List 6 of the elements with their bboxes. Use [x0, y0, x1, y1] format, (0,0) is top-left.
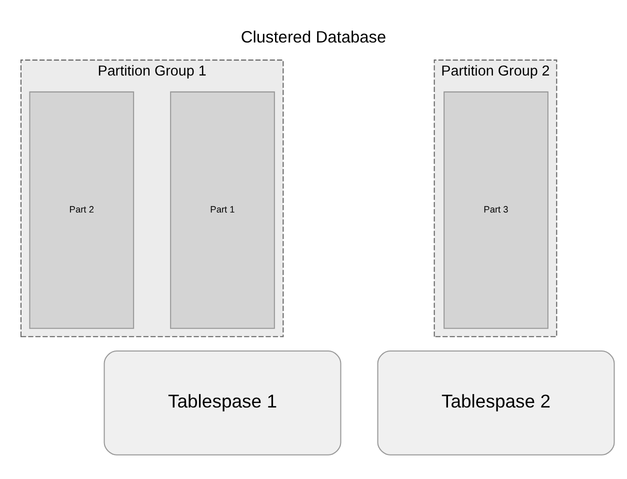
- node-box: Part 2: [29, 90, 134, 328]
- node-box: Tablespase 2: [377, 350, 615, 455]
- node-box: Part 3: [444, 90, 548, 328]
- node-box: Tablespase 1: [104, 350, 342, 455]
- diagram-title: Clustered Database: [240, 28, 386, 46]
- node-box: Part 1: [170, 90, 275, 328]
